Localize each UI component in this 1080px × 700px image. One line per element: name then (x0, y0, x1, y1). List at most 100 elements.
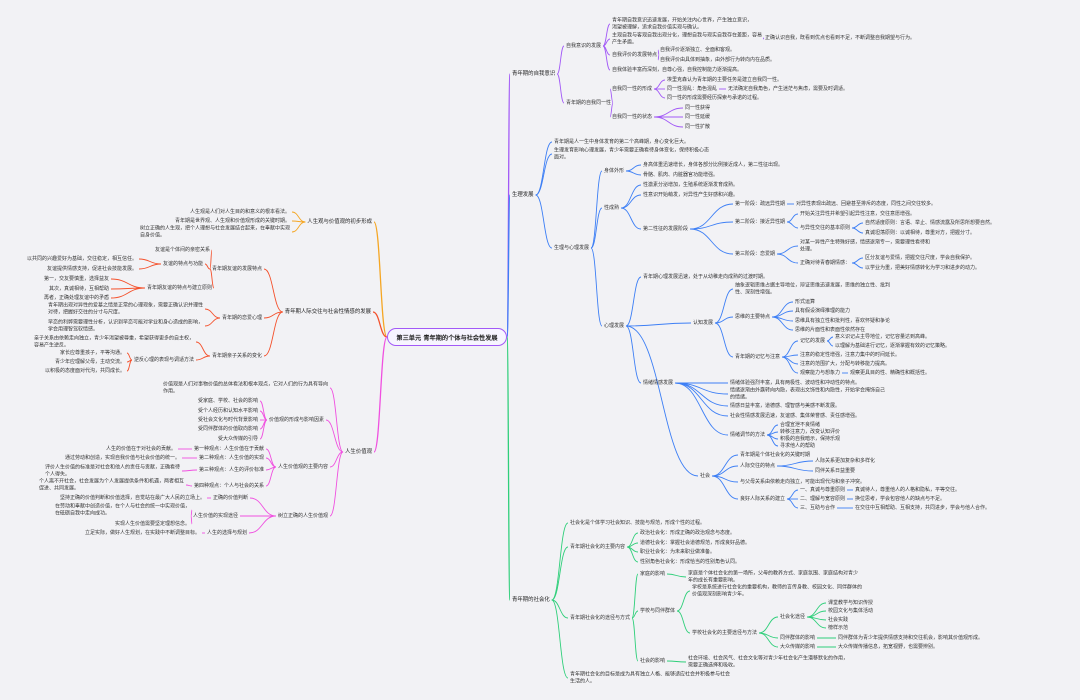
leaf-node[interactable]: 家长应尊重孩子，平等沟通。 (59, 349, 125, 356)
subtopic-node[interactable]: 青年期的恋爱心理 (221, 314, 262, 321)
leaf-node[interactable]: 区分友谊与爱情，把握交往尺度，学会自我保护。 (865, 254, 976, 261)
leaf-node[interactable]: 人际关系更加复杂和多样化 (815, 457, 876, 464)
subtopic-node[interactable]: 观察能力与想象力 (800, 369, 841, 376)
subtopic-node[interactable]: 人生价值观的主要内容 (277, 463, 328, 470)
subtopic-node[interactable]: 第二种观点：人生价值的实现 (198, 454, 264, 461)
leaf-node[interactable]: 情感日益丰富，道德感、理智感与美感不断发展。 (730, 402, 841, 409)
main-branch-topic[interactable]: 生理发展 (512, 191, 534, 198)
leaf-node[interactable]: 埃里克森认为青年期的主要任务是建立自我同一性。 (667, 76, 783, 83)
leaf-node[interactable]: 对异性表现出疏远、回避甚至排斥的态度，同性之间交往较多。 (796, 200, 937, 207)
leaf-node[interactable]: 思维具有独立性和批判性，喜欢怀疑和争论 (795, 317, 891, 324)
leaf-node[interactable]: 身高体重迅速增长，身体各部分比例接近成人，第二性征出现。 (643, 161, 784, 168)
leaf-node[interactable]: 具有假设演绎推理的能力 (795, 307, 851, 314)
leaf-node[interactable]: 立足实际，做好人生规划，在实践中不断调整目标。 (84, 529, 200, 536)
subtopic-node[interactable]: 情绪调节的方法 (730, 431, 766, 438)
subtopic-node[interactable]: 正确对待青春期情感： (800, 259, 851, 266)
leaf-node[interactable]: 注意的稳定性增强，注意力集中的时间延长。 (800, 351, 901, 358)
subtopic-node[interactable]: 大众传媒的影响 (780, 643, 816, 650)
leaf-node[interactable]: 骨骼、肌肉、内脏器官功能增强。 (643, 171, 719, 178)
leaf-node[interactable]: 青年期社会化的目标是成为具有独立人格、能够适应社会并积极参与社会 生活的人。 (570, 671, 731, 685)
subtopic-node[interactable]: 思维的主要特点 (735, 313, 771, 320)
leaf-node[interactable]: 受个人经历和认知水平影响 (197, 407, 258, 414)
leaf-node[interactable]: 社会实践 (828, 616, 849, 623)
main-branch-topic[interactable]: 人生价值观 (345, 448, 372, 455)
subtopic-node[interactable]: 第二阶段：接近异性期 (735, 218, 786, 225)
subtopic-node[interactable]: 二、理解与宽容原则 (800, 495, 846, 502)
leaf-node[interactable]: 自然适度原则：言语、举止、情感流露及所思所想要自然。 (865, 219, 996, 226)
subtopic-node[interactable]: 青年期友谊的特点与建立原则 (146, 284, 212, 291)
central-topic[interactable]: 第三单元 青年期的个体与社会性发展 (387, 328, 507, 346)
leaf-node[interactable]: 价值观是人们对事物价值的总体看法和根本观点，它对人们的行为具有导向 作用。 (162, 381, 328, 395)
leaf-node[interactable]: 再者，正确处理友谊中的矛盾 (43, 294, 109, 301)
main-branch-topic[interactable]: 青年期人际交往与社会性情感的发展 (284, 308, 371, 315)
leaf-node[interactable]: 道德社会化：掌握社会道德规范，形成良好品德。 (640, 539, 751, 546)
subtopic-node[interactable]: 第一阶段：疏远异性期 (735, 200, 786, 207)
leaf-node[interactable]: 合理宣泄不良情绪 (780, 421, 821, 428)
leaf-node[interactable]: 坚持正确的价值判断和价值选择，自觉站在最广大人民的立场上。 (59, 494, 205, 501)
subtopic-node[interactable]: 第二性征的发展阶段 (643, 225, 689, 232)
subtopic-node[interactable]: 第四种观点：个人与社会的关系 (193, 482, 264, 489)
main-branch-topic[interactable]: 青年期的社会化 (512, 596, 550, 603)
subtopic-node[interactable]: 家庭的影响 (640, 570, 666, 577)
leaf-node[interactable]: 大众传媒传播信息，拓宽视野，也需要辨别。 (838, 643, 939, 650)
leaf-node[interactable]: 在交往中互相帮助、互相支持，共同进步，学会与他人合作。 (855, 504, 991, 511)
leaf-node[interactable]: 积极的自我暗示，保持乐观 (780, 435, 841, 442)
leaf-node[interactable]: 以学业为重，把美好情感转化为学习和进步的动力。 (865, 264, 981, 271)
subtopic-node[interactable]: 自我同一性的形成 (612, 85, 653, 92)
subtopic-node[interactable]: 价值观的形成与影响因素 (268, 416, 324, 423)
subtopic-node[interactable]: 正确的价值判断 (212, 494, 248, 501)
leaf-node[interactable]: 同一性延缓 (685, 113, 711, 120)
subtopic-node[interactable]: 社会的影响 (640, 657, 666, 664)
leaf-node[interactable]: 自我体验丰富而深刻，自尊心强，自我控制能力逐渐提高。 (612, 66, 743, 73)
leaf-node[interactable]: 同伴关系日益重要 (815, 467, 856, 474)
leaf-node[interactable]: 家庭是个体社会化的第一场所，父母的教养方式、家庭氛围、家庭结构对青少 年的成长有… (688, 570, 859, 584)
main-branch-topic[interactable]: 青年期的自我意识 (512, 70, 556, 77)
subtopic-node[interactable]: 青年期亲子关系的变化 (211, 352, 262, 359)
leaf-node[interactable]: 职业社会化：为未来职业做准备。 (640, 548, 716, 555)
subtopic-node[interactable]: 身体外形 (604, 167, 625, 174)
leaf-node[interactable]: 通过劳动和创造，实现自我价值与社会价值的统一。 (64, 454, 180, 461)
subtopic-node[interactable]: 树立正确的人生价值观 (277, 512, 328, 519)
subtopic-node[interactable]: 第三阶段：恋爱期 (735, 250, 776, 257)
subtopic-node[interactable]: 情绪情感发展 (643, 379, 674, 386)
leaf-node[interactable]: 观察更具目的性、精确性和概括性。 (850, 369, 931, 376)
leaf-node[interactable]: 友谊是个体间的亲密关系 (154, 246, 210, 253)
leaf-node[interactable]: 青少年应理解父母，主动交流。 (54, 358, 125, 365)
leaf-node[interactable]: 开始关注异性并希望引起异性注意，交往意愿增强。 (800, 210, 916, 217)
subtopic-node[interactable]: 良好人际关系的建立 (740, 495, 786, 502)
leaf-node[interactable]: 以共同的兴趣爱好为基础，交往稳定，相互信任。 (26, 255, 137, 262)
leaf-node[interactable]: 受家庭、学校、社会的影响 (197, 397, 258, 404)
leaf-node[interactable]: 青年期出现对异性的爱慕之情是正常的心理现象，需要正确认识并理性 对待，把握好交往… (47, 302, 203, 316)
subtopic-node[interactable]: 第三种观点：人生的评价标准 (198, 466, 264, 473)
leaf-node[interactable]: 情绪逐渐由外露转向内隐，表现出文饰性和内隐性，开始学会掩饰自己 的情绪。 (730, 387, 886, 401)
leaf-node[interactable]: 青年期自我意识迅速发展，开始关注内心世界，产生独立意识， 渴望被理解，追求自我价… (612, 17, 753, 31)
leaf-node[interactable]: 与父母关系由依赖走向独立，可能出现代沟和亲子冲突。 (740, 478, 866, 485)
leaf-node[interactable]: 注意的范围扩大，分配与转移能力提高。 (800, 360, 891, 367)
subtopic-node[interactable]: 青年期社会化的途径与方式 (570, 614, 631, 621)
leaf-node[interactable]: 同一性的形成需要经历探索与承诺的过程。 (667, 94, 763, 101)
leaf-node[interactable]: 受社会文化与时代背景影响 (197, 416, 258, 423)
leaf-node[interactable]: 同一性扩散 (685, 123, 711, 130)
subtopic-node[interactable]: 与异性交往的基本原则 (800, 224, 851, 231)
leaf-node[interactable]: 学校是系统进行社会化的重要机构，教师的言传身教、校园文化、同伴群体的 价值观深刻… (692, 584, 863, 598)
leaf-node[interactable]: 换位思考，学会包容他人的缺点与不足。 (855, 495, 946, 502)
leaf-node[interactable]: 正确认识自我，既看到优点也看到不足，不断调整自我期望与行为。 (765, 34, 916, 41)
leaf-node[interactable]: 个人离不开社会，社会发展为个人发展提供条件和机遇，两者相互 促进、共同发展。 (38, 478, 184, 492)
subtopic-node[interactable]: 社会 (700, 472, 711, 479)
main-branch-topic[interactable]: 人生观与价值观的初步形成 (307, 218, 372, 225)
leaf-node[interactable]: 性意识开始萌发，对异性产生好感和兴趣。 (643, 191, 739, 198)
subtopic-node[interactable]: 三、互助与合作 (800, 504, 836, 511)
subtopic-node[interactable]: 主观自我与客观自我出现分化，理想自我与现实自我存在差距，容易 产生矛盾。 (612, 32, 763, 46)
leaf-node[interactable]: 自我评价由具体到抽象，由外部行为转向内在品质。 (660, 56, 776, 63)
subtopic-node[interactable]: 自我同一性的状态 (612, 113, 653, 120)
leaf-node[interactable]: 真诚待人，尊重他人的人格和隐私，平等交往。 (855, 486, 961, 493)
leaf-node[interactable]: 树立正确的人生观，把个人理想与社会发展结合起来，在奉献中实现 自身价值。 (139, 225, 290, 239)
subtopic-node[interactable]: 社会化途径 (780, 613, 806, 620)
subtopic-node[interactable]: 一、真诚与尊重原则 (800, 486, 846, 493)
leaf-node[interactable]: 抽象逻辑思维占据主导地位，辩证思维迅速发展，思维的独立性、批判 性、深刻性增强。 (735, 282, 891, 296)
subtopic-node[interactable]: 学校社会化的主要途径与方法 (692, 629, 758, 636)
subtopic-node[interactable]: 心理发展 (604, 322, 625, 329)
subtopic-node[interactable]: 同伴群体的影响 (780, 634, 816, 641)
leaf-node[interactable]: 性别角色社会化：形成恰当的性别角色认同。 (640, 558, 741, 565)
leaf-node[interactable]: 性激素分泌增加，生殖系统逐渐发育成熟。 (643, 181, 739, 188)
